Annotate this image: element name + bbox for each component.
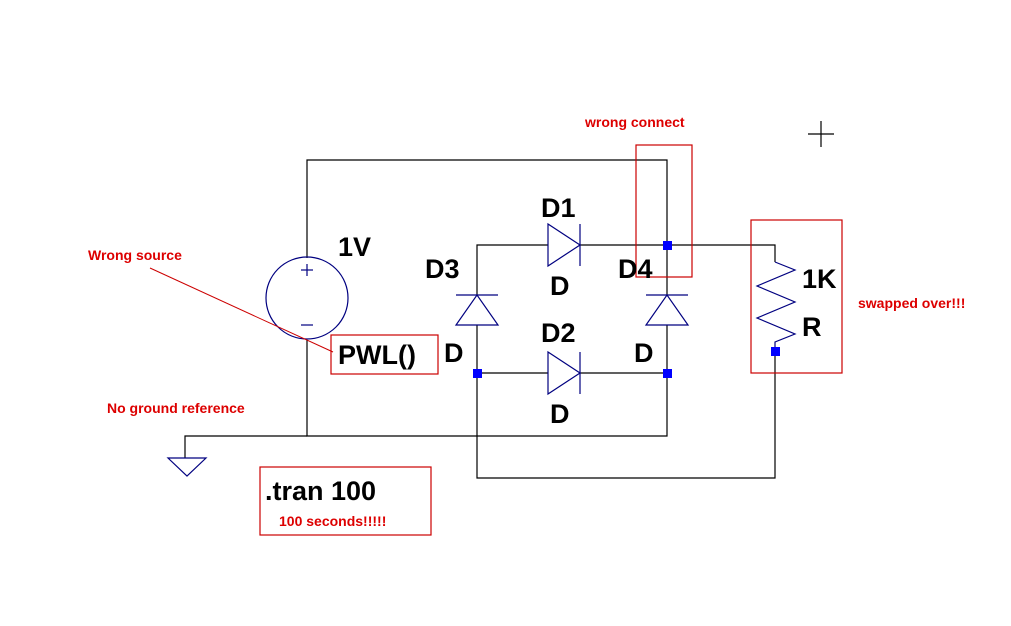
wires	[184, 159, 776, 479]
source-function-label[interactable]: PWL()	[338, 340, 416, 370]
annot-swapped-over: swapped over!!!	[858, 295, 965, 311]
annot-box-resistor	[750, 219, 843, 374]
ground-symbol[interactable]	[166, 457, 208, 477]
diode-d2-symbol[interactable]	[547, 350, 582, 396]
node-resistor-bottom[interactable]	[771, 347, 780, 356]
wire-ground	[184, 435, 307, 458]
annot-pointer-wrong-source	[149, 267, 334, 353]
diode-d4-model[interactable]: D	[634, 338, 654, 368]
wire-to-resistor-top	[667, 244, 776, 262]
diode-d4-ref[interactable]: D4	[618, 254, 653, 284]
wire-bottom-loop	[306, 340, 668, 437]
source-value-label[interactable]: 1V	[338, 232, 371, 262]
annot-box-pwl	[330, 334, 439, 375]
annot-wrong-source: Wrong source	[88, 247, 182, 263]
annot-100-seconds: 100 seconds!!!!!	[279, 513, 386, 529]
wire-d3-d1-left	[476, 244, 548, 295]
diode-d4-symbol[interactable]	[644, 293, 690, 326]
voltage-source[interactable]	[265, 256, 349, 340]
wire-return	[476, 351, 776, 479]
diode-d1-symbol[interactable]	[547, 222, 582, 268]
diode-d3-model[interactable]: D	[444, 338, 464, 368]
diode-d1-ref[interactable]: D1	[541, 193, 576, 223]
crosshair-cursor-icon	[808, 121, 834, 147]
annot-box-wrong-connect	[635, 144, 693, 278]
diode-d3-symbol[interactable]	[454, 293, 500, 326]
annot-box-tran	[259, 466, 432, 536]
resistor-ref-label[interactable]: R	[802, 312, 822, 342]
diode-d1-model[interactable]: D	[550, 271, 570, 301]
wire-top-loop	[306, 159, 668, 258]
node-top-right[interactable]	[663, 241, 672, 250]
node-bottom-left[interactable]	[473, 369, 482, 378]
diode-d2-ref[interactable]: D2	[541, 318, 576, 348]
diode-d2-model[interactable]: D	[550, 399, 570, 429]
annot-no-ground: No ground reference	[107, 400, 245, 416]
diode-d3-ref[interactable]: D3	[425, 254, 460, 284]
resistor-symbol[interactable]	[755, 261, 797, 351]
node-bottom-right[interactable]	[663, 369, 672, 378]
resistor-value-label[interactable]: 1K	[802, 264, 837, 294]
annot-wrong-connect: wrong connect	[584, 114, 685, 130]
connection-nodes	[473, 241, 780, 378]
tran-directive[interactable]: .tran 100	[265, 476, 376, 506]
